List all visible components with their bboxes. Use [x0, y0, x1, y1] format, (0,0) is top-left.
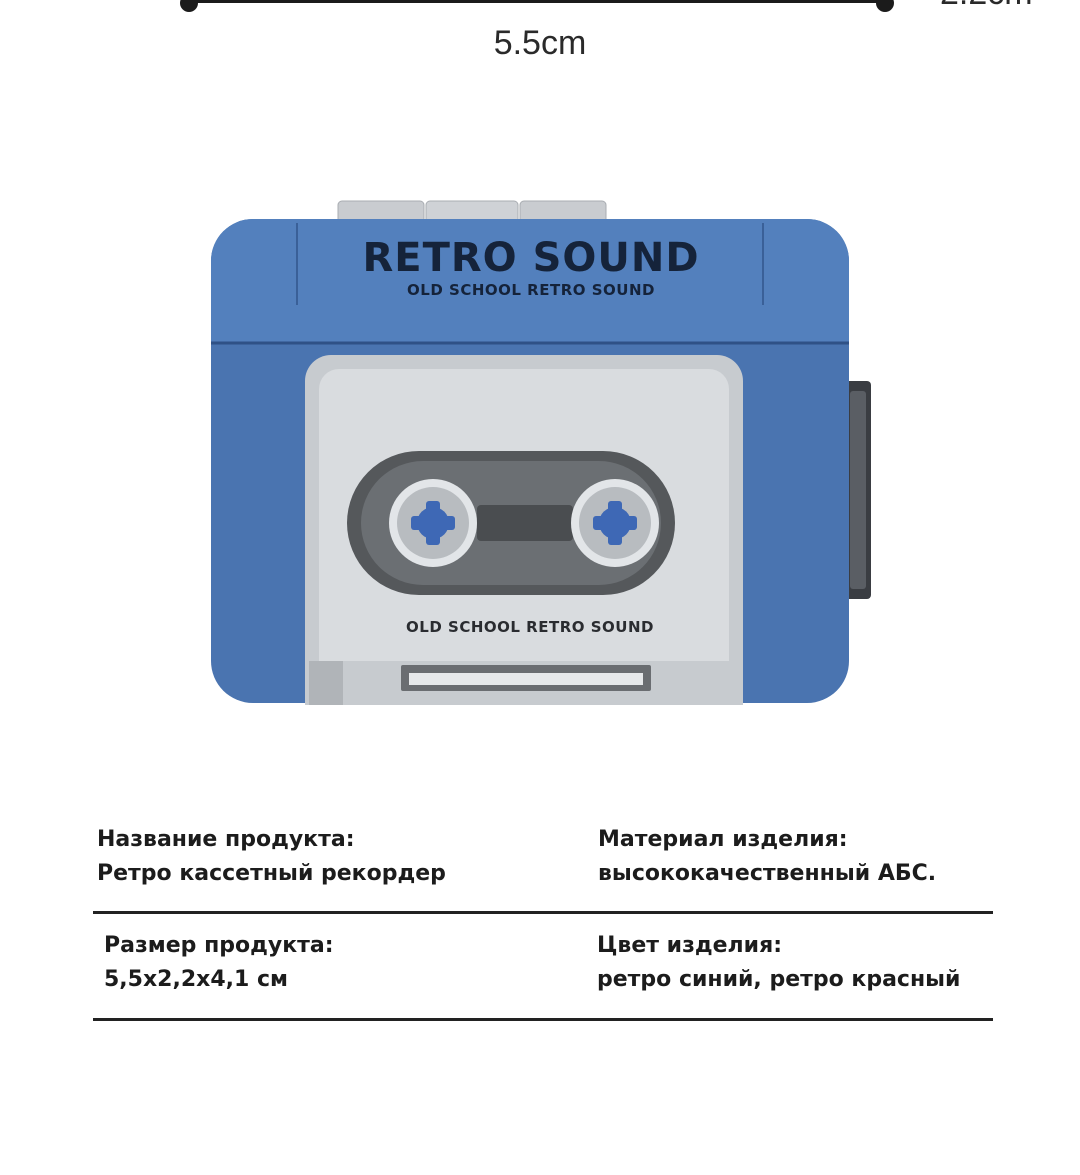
spec-color: Цвет изделия: ретро синий, ретро красный [597, 929, 960, 997]
depth-dimension-label: 2.2cm [940, 0, 1033, 13]
spec-value: высококачественный АБС. [598, 861, 937, 886]
spec-size: Размер продукта: 5,5x2,2x4,1 см [104, 929, 334, 997]
reel-window [347, 451, 675, 595]
spec-value: ретро синий, ретро красный [597, 967, 961, 992]
dimension-dot-right [876, 0, 894, 12]
spec-value: 5,5x2,2x4,1 см [104, 967, 288, 992]
dimension-dot-left [180, 0, 198, 12]
table-divider [93, 1018, 993, 1021]
width-dimension-line [190, 0, 884, 3]
spec-product-name: Название продукта: Ретро кассетный рекор… [97, 823, 446, 891]
spec-label: Материал изделия: [598, 827, 848, 852]
brand-title: RETRO SOUND [362, 235, 699, 281]
spec-label: Размер продукта: [104, 933, 334, 958]
brand-subtitle: OLD SCHOOL RETRO SOUND [407, 281, 655, 299]
cassette-player-image: RETRO SOUND OLD SCHOOL RETRO SOUND OLD S… [205, 195, 885, 715]
spec-label: Цвет изделия: [597, 933, 783, 958]
cassette-label: OLD SCHOOL RETRO SOUND [406, 618, 654, 636]
table-divider [93, 911, 993, 914]
width-dimension-label: 5.5cm [493, 24, 587, 62]
spec-value: Ретро кассетный рекордер [97, 861, 446, 886]
spec-label: Название продукта: [97, 827, 355, 852]
spec-material: Материал изделия: высококачественный АБС… [598, 823, 936, 891]
